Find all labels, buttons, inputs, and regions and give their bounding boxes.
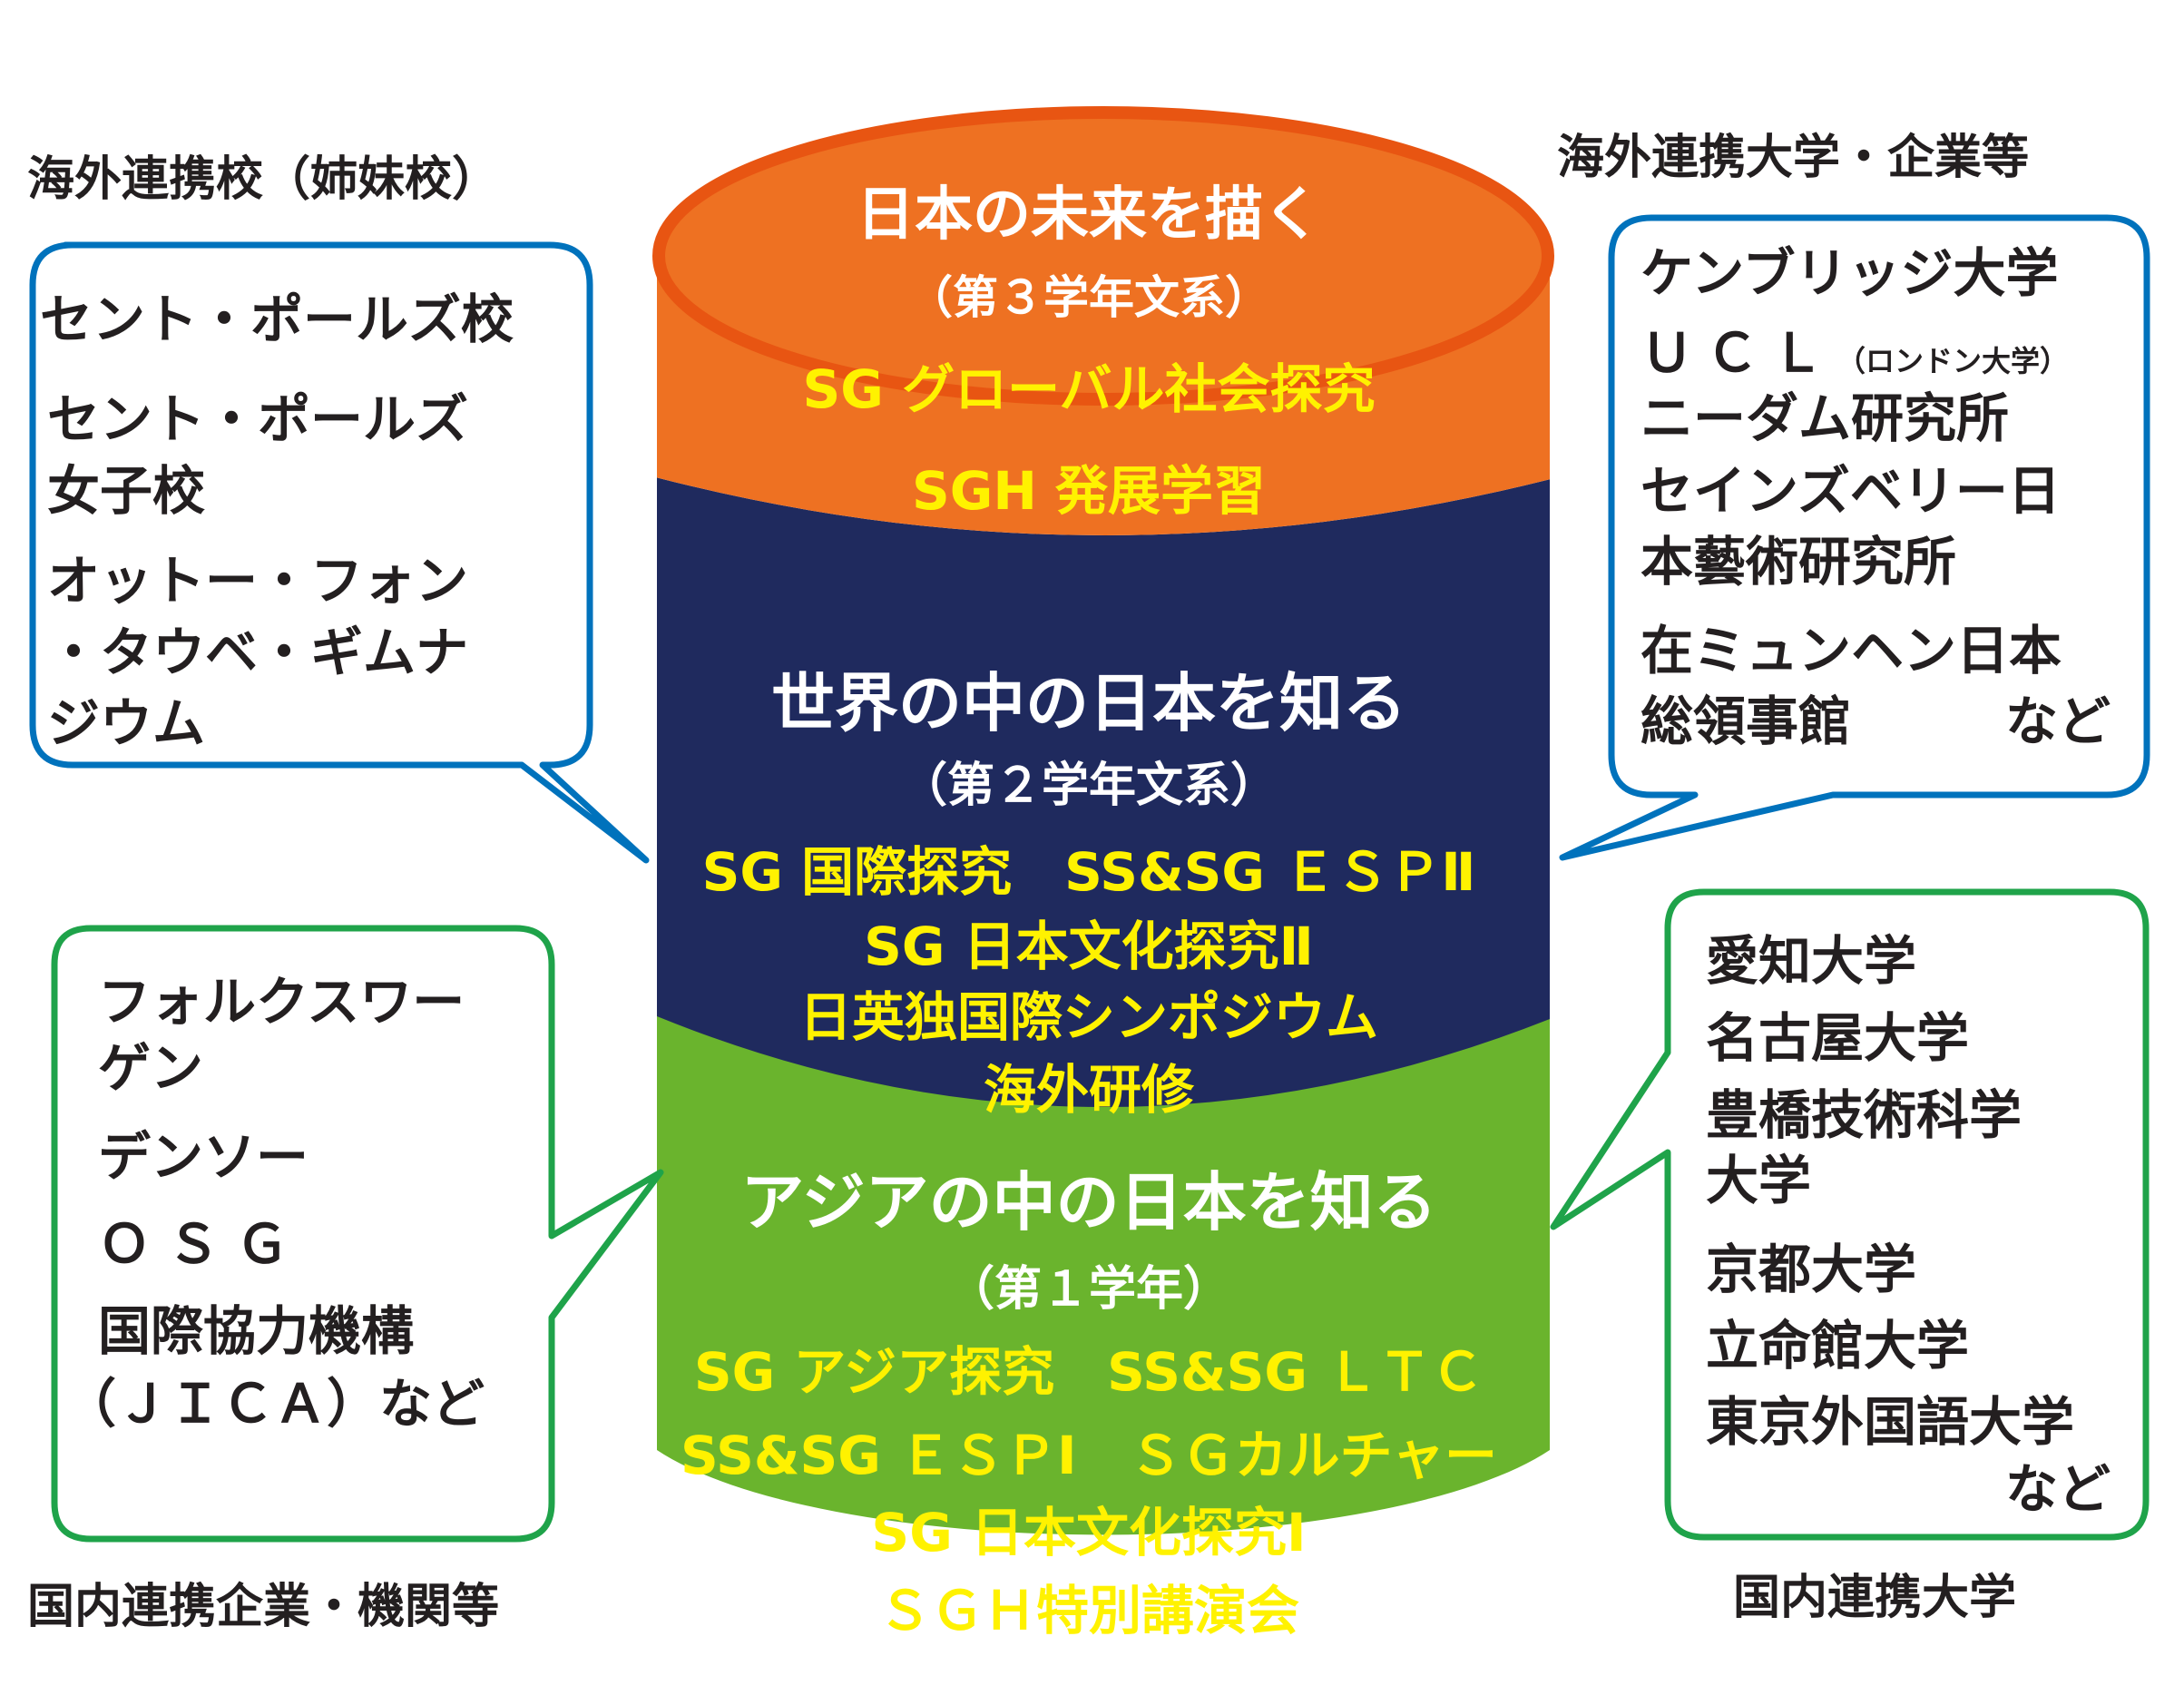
domestic-university-line-7: 東京外国語大学 (1706, 1391, 2075, 1453)
overseas-school-line-6: ジウム (47, 692, 206, 754)
overseas-school-line-5: ・タウベ・ギムナ (47, 622, 469, 683)
overseas-university-line-7: 総領事館 (1640, 691, 1852, 752)
bottom-layer-subtitle: （第１学年） (946, 1262, 1230, 1317)
overseas-university-line-3: ニーダム研究所 (1640, 387, 2010, 449)
overseas-university-line-1: ケンブリッジ大学 (1640, 242, 2059, 304)
domestic-university-suffix: など (2005, 1458, 2111, 1520)
top-layer-item-1: SG グローバル社会探究 (802, 358, 1376, 420)
cylinder-top-lid (652, 106, 1554, 406)
middle-layer-item-1: SG 国際探究 SS&SG ＥＳＰⅡ (701, 841, 1476, 903)
overseas-schools-heading: 海外連携校（姉妹校） (27, 152, 500, 207)
overseas-university-line-4: セインズベリー日 (1640, 460, 2061, 522)
overseas-school-line-1: セント・ポールズ校 (40, 289, 514, 350)
ucl-label: ＵＣＬ (1640, 322, 1837, 384)
domestic-university-line-4: 大学 (1706, 1150, 1812, 1211)
callout-overseas-schools (29, 241, 650, 864)
callout-overseas-universities (1559, 214, 2150, 861)
domestic-company-line-1: フォルクスワー (98, 971, 465, 1033)
layer-middle-band (657, 472, 1550, 1107)
bottom-layer-item-2: SS&SG ＥＳＰⅠ ＳＧカルチャー (680, 1425, 1498, 1486)
middle-layer-item-2: SG 日本文化探究Ⅱ (864, 916, 1314, 977)
overseas-school-line-3: 女子校 (47, 460, 206, 522)
ucl-note: （ロンドン大学） (1836, 344, 2070, 378)
bottom-layer-item-3: SG 日本文化探究Ⅰ (871, 1502, 1307, 1563)
overseas-university-line-6: 在ミュンヘン日本 (1640, 620, 2062, 681)
domestic-university-line-2: 名古屋大学 (1706, 1007, 1970, 1069)
overseas-school-line-2: セント・ポールズ (47, 388, 469, 450)
overseas-school-line-4: オットー・フォン (47, 550, 469, 612)
domestic-university-line-1: 愛知大学 (1706, 930, 1917, 992)
bottom-layer-title: アジアの中の日本を知る (740, 1165, 1437, 1240)
bottom-layer-item-1: SG アジア探究 SS&SG ＬＴＣ (693, 1341, 1484, 1403)
overseas-university-suffix: など (2005, 691, 2111, 752)
middle-layer-subtitle: （第２学年文系） (899, 759, 1278, 813)
domestic-company-line-6: （ＪＩＣＡ）など (64, 1373, 485, 1435)
domestic-company-line-4: ＯＳＧ (98, 1213, 306, 1275)
callout-domestic-companies (51, 925, 664, 1543)
overseas-university-line-5: 本藝術研究所 (1640, 531, 1957, 593)
middle-layer-item-3: 日英独国際シンポジウム (798, 986, 1378, 1048)
domestic-company-line-3: デンソー (98, 1126, 309, 1188)
middle-layer-title: 世界の中の日本を知る (771, 666, 1406, 740)
domestic-university-line-6: 立命館大学 (1706, 1315, 1970, 1377)
overseas-university-line-2: ＵＣＬ（ロンドン大学） (1640, 327, 2069, 379)
domestic-university-line-5: 京都大学 (1706, 1239, 1917, 1300)
domestic-company-line-2: ゲン (98, 1037, 204, 1099)
top-layer-title: 日本の未来を描く (857, 181, 1321, 249)
domestic-university-line-3: 豊橋技術科学 (1706, 1084, 2022, 1146)
domestic-companies-heading: 国内連携企業・機関等 (27, 1580, 500, 1634)
bottom-layer-item-4: ＳＧＨ特別講演会 (877, 1580, 1299, 1641)
callout-domestic-universities (1550, 888, 2150, 1541)
domestic-universities-heading: 国内連携大学 (1733, 1571, 2017, 1625)
top-layer-subtitle: （第３学年文系） (907, 271, 1270, 324)
overseas-universities-heading: 海外連携大学・企業等 (1557, 131, 2030, 185)
top-layer-item-2: SGH 発展学習 (911, 460, 1267, 522)
domestic-company-line-5: 国際協力機構 (98, 1300, 415, 1362)
middle-layer-item-4: 海外研修 (983, 1059, 1194, 1121)
